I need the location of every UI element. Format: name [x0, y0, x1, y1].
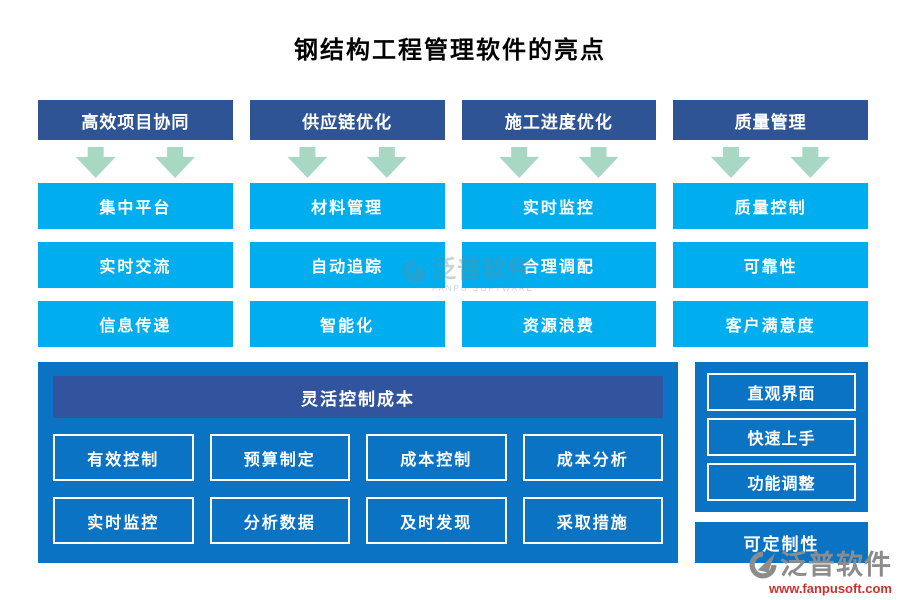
bottom-section: 灵活控制成本 有效控制 预算制定 成本控制 成本分析 实时监控 分析数据 及时发… [38, 362, 868, 563]
down-arrow-icon [155, 147, 196, 178]
page-title: 钢结构工程管理软件的亮点 [294, 38, 606, 64]
logo-url: www.fanpusoft.com [768, 581, 892, 596]
arrow-row [673, 140, 868, 183]
cost-grid-item: 实时监控 [53, 497, 194, 544]
logo-text: 泛普软件 [780, 549, 892, 580]
cost-grid-item: 采取措施 [522, 497, 663, 544]
column-header: 供应链优化 [249, 100, 445, 140]
feature-item: 合理调配 [461, 242, 657, 288]
column-header: 质量管理 [673, 100, 868, 140]
feature-item: 信息传递 [38, 301, 233, 347]
down-arrow-icon [578, 147, 619, 178]
arrow-row [250, 140, 445, 183]
arrow-row [462, 140, 657, 183]
usability-item: 快速上手 [707, 418, 856, 456]
cost-grid-item: 有效控制 [53, 434, 194, 481]
feature-item: 资源浪费 [461, 301, 657, 347]
feature-item: 实时监控 [461, 183, 657, 229]
cost-grid-item: 成本分析 [522, 434, 663, 481]
down-arrow-icon [75, 147, 116, 178]
down-arrow-icon [366, 147, 407, 178]
usability-item: 直观界面 [707, 373, 856, 411]
column-header: 高效项目协同 [38, 100, 233, 140]
cost-control-panel: 灵活控制成本 有效控制 预算制定 成本控制 成本分析 实时监控 分析数据 及时发… [38, 362, 678, 563]
feature-item: 材料管理 [249, 183, 445, 229]
down-arrow-icon [499, 147, 540, 178]
feature-item: 自动追踪 [249, 242, 445, 288]
cost-grid-item: 成本控制 [366, 434, 507, 481]
feature-item: 客户满意度 [673, 301, 868, 347]
cost-grid-row: 实时监控 分析数据 及时发现 采取措施 [53, 497, 663, 544]
cost-grid-item: 分析数据 [209, 497, 350, 544]
feature-columns: 高效项目协同 集中平台 实时交流 信息传递 供应链优化 材料管理 自动追踪 智能… [38, 100, 868, 360]
cost-control-panel-header: 灵活控制成本 [53, 376, 663, 418]
column-quality-management: 质量管理 质量控制 可靠性 客户满意度 [673, 100, 868, 360]
cost-grid-item: 及时发现 [366, 497, 507, 544]
feature-item: 集中平台 [38, 183, 233, 229]
feature-item: 质量控制 [673, 183, 868, 229]
fanpu-logo-icon [749, 551, 777, 579]
column-supply-chain: 供应链优化 材料管理 自动追踪 智能化 [249, 100, 445, 360]
feature-item: 可靠性 [673, 242, 868, 288]
customizability-panel: 可定制性 [695, 522, 868, 563]
feature-item: 智能化 [249, 301, 445, 347]
cost-grid-item: 预算制定 [209, 434, 350, 481]
usability-panel: 直观界面 快速上手 功能调整 [695, 362, 868, 512]
column-project-collaboration: 高效项目协同 集中平台 实时交流 信息传递 [38, 100, 233, 360]
down-arrow-icon [287, 147, 328, 178]
fanpu-logo: 泛普软件 www.fanpusoft.com [748, 550, 892, 596]
arrow-row [38, 140, 233, 183]
down-arrow-icon [710, 147, 751, 178]
feature-item: 实时交流 [38, 242, 233, 288]
column-schedule-optimization: 施工进度优化 实时监控 合理调配 资源浪费 [461, 100, 657, 360]
cost-grid-row: 有效控制 预算制定 成本控制 成本分析 [53, 434, 663, 481]
usability-item: 功能调整 [707, 463, 856, 501]
usability-column: 直观界面 快速上手 功能调整 可定制性 [695, 362, 868, 563]
column-header: 施工进度优化 [461, 100, 657, 140]
down-arrow-icon [790, 147, 831, 178]
